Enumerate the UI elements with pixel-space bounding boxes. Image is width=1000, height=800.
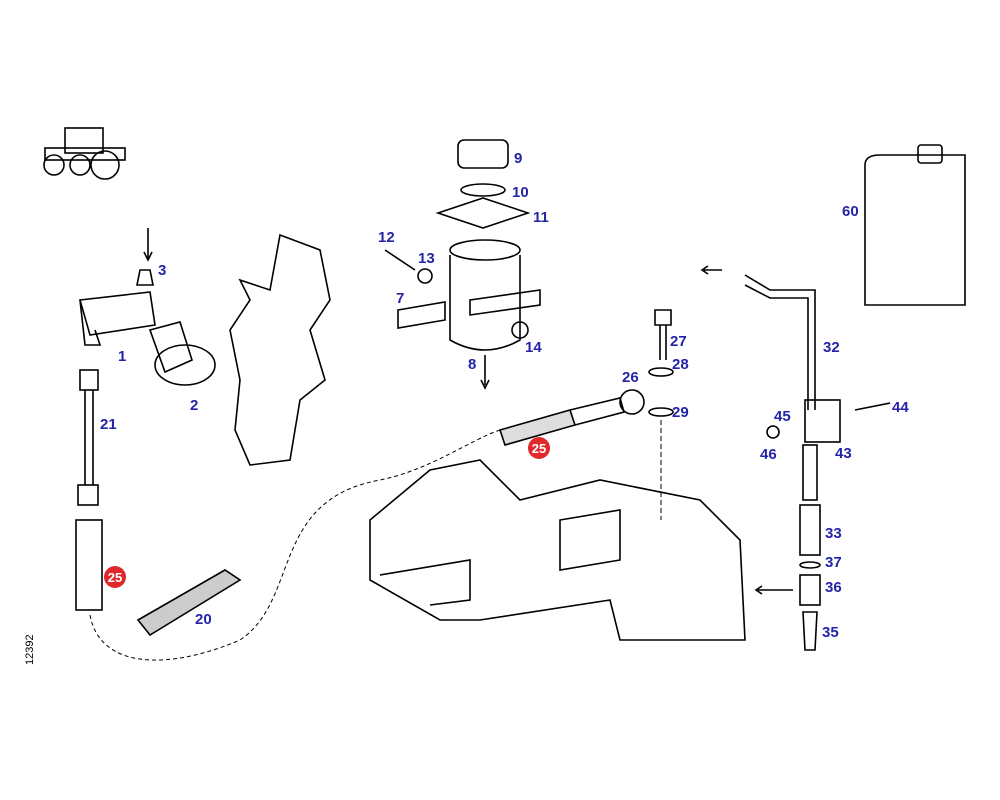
part-label-3[interactable]: 3 bbox=[158, 262, 167, 279]
part-label-44[interactable]: 44 bbox=[892, 399, 909, 416]
part-label-33[interactable]: 33 bbox=[825, 525, 842, 542]
part-label-10[interactable]: 10 bbox=[512, 184, 529, 201]
bracket bbox=[229, 233, 331, 466]
part-label-26[interactable]: 26 bbox=[622, 369, 639, 386]
part-label-36[interactable]: 36 bbox=[825, 579, 842, 596]
gearbox-housing bbox=[369, 459, 746, 641]
part-label-45[interactable]: 45 bbox=[774, 408, 791, 425]
highlight-badge-25-left[interactable]: 25 bbox=[104, 566, 126, 588]
part-label-21[interactable]: 21 bbox=[100, 416, 117, 433]
part-label-14[interactable]: 14 bbox=[525, 339, 542, 356]
tractor-icon bbox=[43, 127, 126, 180]
part-label-2[interactable]: 2 bbox=[190, 397, 199, 414]
part-label-13[interactable]: 13 bbox=[418, 250, 435, 267]
part-label-12[interactable]: 12 bbox=[378, 229, 395, 246]
part-label-32[interactable]: 32 bbox=[823, 339, 840, 356]
reservoir bbox=[384, 139, 541, 390]
part-label-60[interactable]: 60 bbox=[842, 203, 859, 220]
part-label-8[interactable]: 8 bbox=[468, 356, 477, 373]
part-label-29[interactable]: 29 bbox=[672, 404, 689, 421]
part-label-1[interactable]: 1 bbox=[118, 348, 127, 365]
part-label-11[interactable]: 11 bbox=[533, 209, 549, 226]
highlight-badge-25-center[interactable]: 25 bbox=[528, 437, 550, 459]
master-cylinder bbox=[78, 228, 216, 386]
part-label-28[interactable]: 28 bbox=[672, 356, 689, 373]
part-label-9[interactable]: 9 bbox=[514, 150, 523, 167]
fluid-can bbox=[864, 144, 966, 306]
part-label-35[interactable]: 35 bbox=[822, 624, 839, 641]
part-label-46[interactable]: 46 bbox=[760, 446, 777, 463]
part-label-37[interactable]: 37 bbox=[825, 554, 842, 571]
part-label-20[interactable]: 20 bbox=[195, 611, 212, 628]
part-label-43[interactable]: 43 bbox=[835, 445, 852, 462]
part-label-7[interactable]: 7 bbox=[396, 290, 405, 307]
part-label-27[interactable]: 27 bbox=[670, 333, 687, 350]
diagram-reference-number: 12392 bbox=[24, 634, 36, 665]
